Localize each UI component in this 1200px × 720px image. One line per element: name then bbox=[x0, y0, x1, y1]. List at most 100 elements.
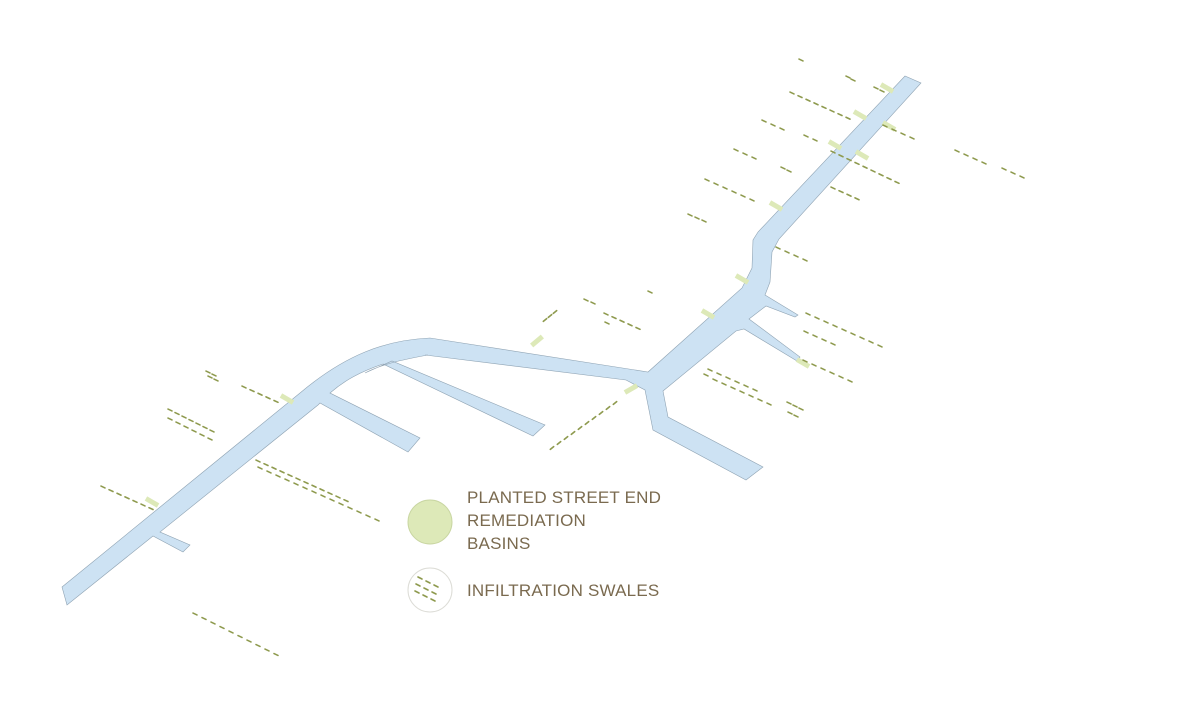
planted-basin bbox=[144, 496, 160, 508]
swale-dash bbox=[374, 518, 380, 522]
swale-dash bbox=[100, 485, 106, 489]
swale-dash bbox=[311, 490, 317, 494]
swale-dash bbox=[821, 105, 827, 110]
swale-dash bbox=[862, 165, 868, 169]
swale-dash bbox=[854, 197, 860, 201]
swale-dash bbox=[894, 180, 900, 185]
swale-dash bbox=[219, 625, 225, 630]
swale-dash bbox=[748, 394, 754, 398]
swale-dash bbox=[302, 486, 308, 490]
swale-dash bbox=[963, 153, 969, 157]
swale-dash bbox=[284, 478, 290, 482]
planted-basin bbox=[879, 82, 895, 94]
swale-dash bbox=[265, 396, 271, 400]
swale-dash bbox=[205, 370, 211, 374]
swale-dash bbox=[255, 459, 261, 463]
swale-dash bbox=[814, 316, 820, 320]
legend-symbols bbox=[407, 499, 453, 613]
swale-dash bbox=[266, 470, 272, 474]
planted-basin bbox=[827, 139, 843, 151]
swale-dash bbox=[591, 415, 597, 421]
swale-dash bbox=[343, 498, 349, 503]
swale-dash bbox=[192, 612, 198, 616]
planted-basin bbox=[854, 149, 870, 161]
swale-dash bbox=[605, 405, 611, 411]
swale-dash bbox=[704, 178, 710, 182]
swale-dash bbox=[731, 190, 737, 194]
swale-dash bbox=[721, 382, 727, 386]
swale-dash bbox=[207, 437, 213, 441]
swale-dash bbox=[556, 440, 562, 446]
swale-dash bbox=[703, 373, 709, 377]
swale-dash bbox=[195, 422, 201, 426]
swale-dash bbox=[786, 169, 792, 173]
swale-dash bbox=[365, 514, 371, 518]
swale-dash bbox=[246, 639, 252, 643]
swale-dash bbox=[829, 109, 835, 113]
swale-dash bbox=[335, 495, 341, 499]
planted-basin bbox=[623, 383, 639, 395]
swale-dash bbox=[175, 421, 181, 425]
swale-dash bbox=[188, 418, 194, 423]
swale-dash bbox=[803, 330, 809, 334]
planted-basins bbox=[144, 82, 897, 508]
planted-basin bbox=[700, 308, 716, 320]
swale-dash bbox=[583, 298, 589, 302]
swale-dash bbox=[611, 315, 617, 320]
swale-dash bbox=[132, 499, 138, 504]
swale-dash bbox=[257, 466, 263, 470]
swale-dash bbox=[838, 189, 844, 194]
legend-basins-line-1: PLANTED STREET END bbox=[467, 488, 662, 507]
swale-dash bbox=[820, 367, 826, 371]
swale-dash bbox=[845, 75, 851, 79]
swale-dash bbox=[635, 326, 641, 331]
planted-basin bbox=[852, 109, 868, 121]
swale-dash bbox=[793, 414, 799, 418]
swale-dash bbox=[211, 373, 217, 377]
swale-dash bbox=[694, 216, 700, 220]
swale-dash bbox=[279, 470, 285, 474]
swale-dash bbox=[734, 380, 740, 384]
swale-dash bbox=[798, 58, 804, 62]
swale-dash bbox=[549, 445, 555, 451]
swale-dash bbox=[1010, 171, 1016, 175]
swale-dash bbox=[868, 340, 874, 344]
swale-dash bbox=[873, 86, 879, 90]
swale-dash bbox=[752, 388, 758, 392]
swale-dash bbox=[859, 336, 865, 340]
swale-dash bbox=[854, 161, 860, 166]
swale-dash bbox=[701, 219, 707, 223]
swale-dash bbox=[821, 338, 827, 342]
swale-dash bbox=[619, 319, 625, 323]
swale-dash bbox=[909, 136, 915, 140]
swale-dash bbox=[263, 462, 269, 467]
swale-dash bbox=[775, 246, 781, 250]
swale-dash bbox=[812, 138, 818, 142]
swale-dash bbox=[707, 368, 713, 372]
swale-dash bbox=[886, 176, 892, 181]
swale-dash bbox=[603, 312, 609, 316]
swale-dash bbox=[779, 127, 785, 131]
swale-dash bbox=[813, 102, 819, 106]
swale-dash bbox=[303, 480, 309, 485]
planted-basin bbox=[734, 273, 750, 285]
swale-dash bbox=[780, 166, 786, 170]
swale-dash bbox=[207, 375, 213, 379]
swale-dash bbox=[882, 124, 888, 128]
basin-circle-icon bbox=[407, 499, 453, 545]
canal-water bbox=[61, 75, 922, 606]
swale-dash bbox=[751, 156, 757, 160]
swale-dash bbox=[805, 98, 811, 102]
swale-dash bbox=[148, 506, 154, 511]
swale-dash bbox=[563, 435, 569, 441]
swale-dash bbox=[273, 399, 279, 404]
swale-dash bbox=[812, 334, 818, 338]
swale-dash bbox=[627, 323, 633, 327]
swale-dash bbox=[870, 169, 876, 173]
swale-dash bbox=[725, 376, 731, 380]
swale-dash bbox=[770, 123, 776, 127]
planted-basin bbox=[530, 334, 544, 348]
swale-dash bbox=[210, 621, 216, 625]
swale-dash bbox=[832, 324, 838, 328]
legend-basins-line-3: BASINS bbox=[467, 534, 531, 553]
